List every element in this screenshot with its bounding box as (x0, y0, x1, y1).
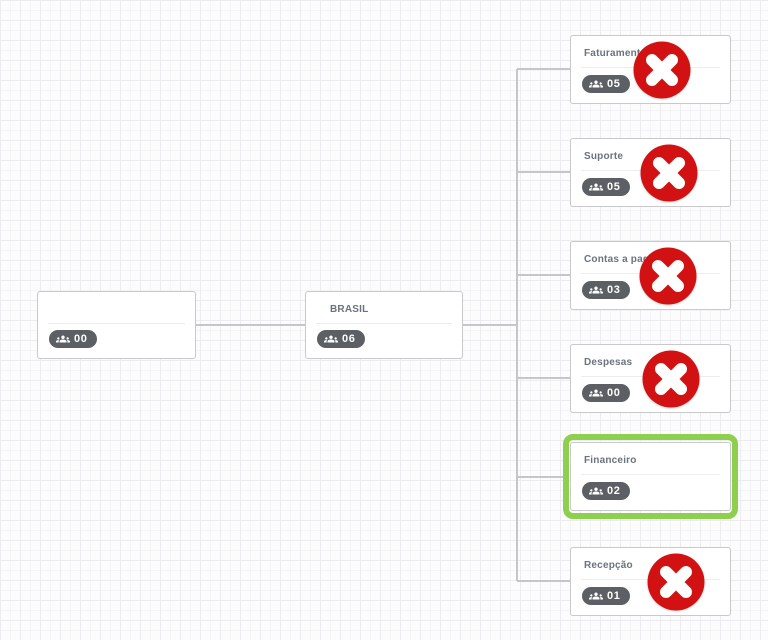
member-count: 05 (607, 181, 621, 193)
members-icon (589, 283, 603, 297)
member-count-badge: 03 (582, 281, 631, 299)
member-count-badge: 01 (582, 587, 631, 605)
delete-node-button[interactable] (640, 144, 698, 202)
member-count-badge: 00 (582, 384, 631, 402)
node-divider (316, 323, 452, 324)
member-count: 01 (607, 590, 621, 602)
org-node-contas-a-pagar[interactable]: Contas a pagar 03 (570, 241, 731, 310)
delete-node-button[interactable] (647, 553, 705, 611)
member-count-badge: 00 (49, 330, 98, 348)
node-title: Suporte (584, 151, 624, 162)
org-node-despesas[interactable]: Despesas 00 (570, 344, 731, 413)
node-title: BRASIL (330, 304, 369, 315)
org-node-financeiro[interactable]: Financeiro 02 (570, 442, 731, 511)
org-node-root[interactable]: 00 (37, 291, 196, 359)
member-count-badge: 05 (582, 178, 631, 196)
org-node-brasil[interactable]: BRASIL 06 (305, 291, 463, 359)
member-count: 02 (607, 485, 621, 497)
members-icon (589, 484, 603, 498)
members-icon (589, 589, 603, 603)
members-icon (324, 332, 338, 346)
member-count: 00 (74, 333, 88, 345)
member-count-badge: 06 (317, 330, 366, 348)
member-count: 00 (607, 387, 621, 399)
delete-node-button[interactable] (633, 41, 691, 99)
node-divider (48, 323, 185, 324)
member-count: 06 (342, 333, 356, 345)
members-icon (56, 332, 70, 346)
member-count: 05 (607, 78, 621, 90)
node-title: Contas a pagar (584, 254, 660, 265)
node-title (38, 292, 195, 304)
members-icon (589, 180, 603, 194)
node-title: Despesas (584, 357, 633, 368)
node-title: Financeiro (584, 455, 637, 466)
node-divider (581, 474, 720, 475)
node-title: Faturamento (584, 48, 647, 59)
members-icon (589, 77, 603, 91)
node-title: Recepção (584, 560, 633, 571)
member-count-badge: 05 (582, 75, 631, 93)
delete-node-button[interactable] (642, 350, 700, 408)
org-node-recepcao[interactable]: Recepção 01 (570, 547, 731, 616)
delete-node-button[interactable] (639, 247, 697, 305)
member-count: 03 (607, 284, 621, 296)
member-count-badge: 02 (582, 482, 631, 500)
members-icon (589, 386, 603, 400)
org-node-faturamento[interactable]: Faturamento 05 (570, 35, 731, 104)
org-node-suporte[interactable]: Suporte 05 (570, 138, 731, 207)
